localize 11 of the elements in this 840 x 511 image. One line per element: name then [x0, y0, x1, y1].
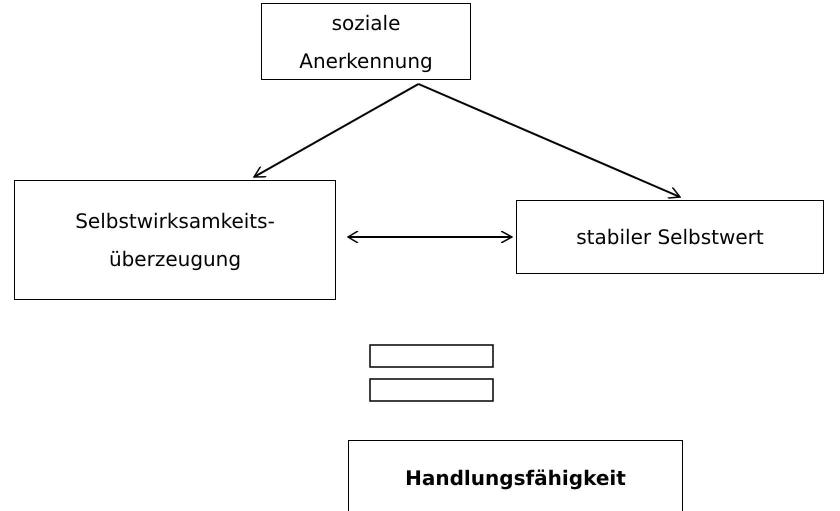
box-label: Selbstwirksamkeits- überzeugung [74, 208, 276, 273]
box-label: soziale Anerkennung [298, 10, 434, 74]
box-label: Handlungsfähigkeit [405, 465, 626, 492]
box-label: stabiler Selbstwert [576, 224, 764, 251]
arrow [347, 230, 513, 244]
process-box [14, 180, 336, 300]
arrow [253, 83, 419, 178]
process-box [348, 440, 683, 511]
arrow [418, 83, 681, 199]
process-box [516, 200, 824, 274]
process-box [261, 3, 471, 80]
